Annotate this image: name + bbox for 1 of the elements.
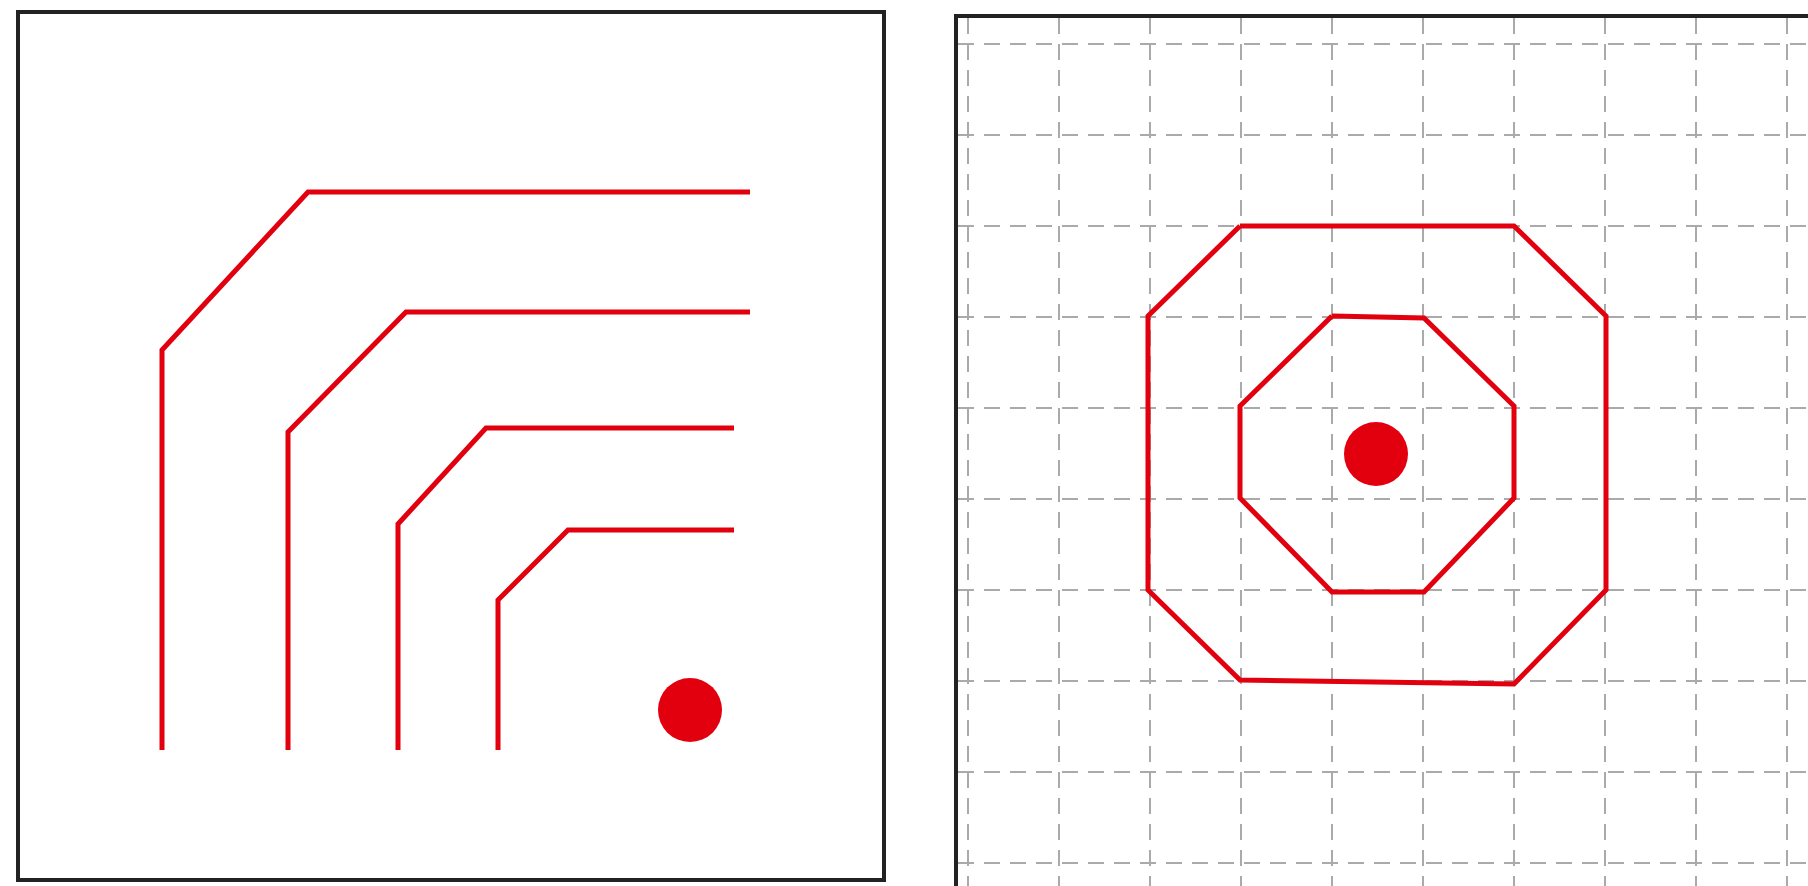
- panel-frame: [16, 10, 886, 882]
